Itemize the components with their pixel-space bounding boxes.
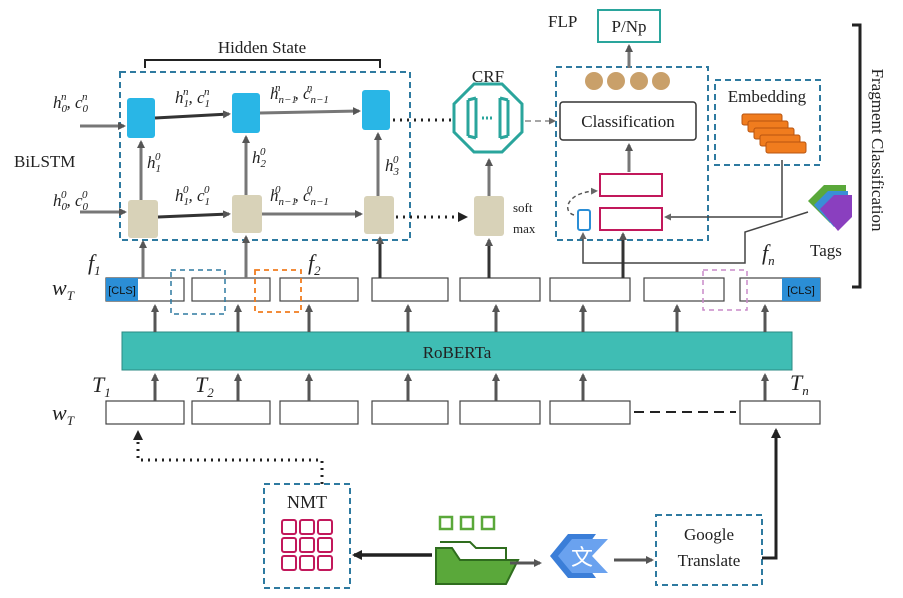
output-dots	[585, 72, 670, 90]
roberta-block	[121, 331, 793, 371]
wt-top-label: wT	[52, 275, 75, 303]
hidden-state-label: Hidden State	[218, 38, 306, 57]
svg-text:hn−1n, cn−1n: hn−1n, cn−1n	[270, 82, 329, 106]
token-box-lower	[549, 400, 631, 425]
dataset-folder-icon	[435, 515, 520, 585]
lower-token-row	[105, 400, 821, 425]
crf-input-cell	[474, 196, 504, 236]
embedding-label: Embedding	[728, 87, 807, 106]
translate-label: Translate	[678, 551, 741, 570]
flp-box	[555, 66, 709, 241]
soft-label: soft	[513, 200, 533, 215]
lstm-bottom-cell-3	[364, 196, 394, 234]
tags-icon	[808, 185, 852, 231]
embedding-stack-icon	[741, 113, 807, 154]
fragment-highlight-orange	[254, 269, 302, 313]
t2-label: T2	[195, 372, 214, 400]
bilstm-label: BiLSTM	[14, 152, 75, 171]
svg-text:h20: h20	[252, 146, 267, 170]
fragment-highlight-blue	[170, 269, 226, 315]
tn-label: Tn	[790, 370, 809, 398]
svg-text:h10, c10: h10, c10	[175, 184, 210, 208]
p-np-label: P/Np	[612, 17, 647, 36]
cls-right-box	[782, 278, 820, 301]
token-box-upper	[643, 277, 725, 302]
svg-text:h10: h10	[147, 151, 161, 175]
token-box-lower	[191, 400, 271, 425]
fn-label: fn	[762, 240, 775, 268]
token-box-upper	[279, 277, 359, 302]
nmt-box	[263, 483, 351, 589]
svg-text:文: 文	[571, 545, 593, 570]
max-label: max	[513, 221, 536, 236]
wt-bottom-label: wT	[52, 400, 75, 428]
token-box-lower	[459, 400, 541, 425]
nmt-label: NMT	[287, 492, 327, 512]
fragment-highlight-pink	[702, 269, 748, 311]
lstm-top-cell-2	[232, 93, 260, 133]
lstm-bottom-cell-2	[232, 195, 262, 233]
cls-right-label: [CLS]	[787, 285, 815, 297]
token-box-lower	[371, 400, 449, 425]
softmax-small-box	[577, 209, 591, 231]
classification-label: Classification	[581, 112, 675, 131]
crf-icon	[452, 82, 524, 154]
hidden-state-box	[119, 71, 411, 241]
translate-logo-icon: 文	[550, 534, 608, 578]
cls-left-label: [CLS]	[108, 285, 136, 297]
token-box-upper	[549, 277, 631, 302]
nmt-grid-icon	[281, 519, 333, 571]
svg-text:h00, c00: h00, c00	[53, 189, 89, 213]
svg-text:h1n, c1n: h1n, c1n	[175, 86, 210, 110]
classification-box	[559, 101, 697, 141]
token-box-upper	[191, 277, 271, 302]
f2-label: f2	[308, 250, 321, 278]
feature-box-lower	[599, 207, 663, 231]
token-box-lower	[739, 400, 821, 425]
upper-token-row: [CLS] [CLS]	[105, 269, 821, 315]
tags-label: Tags	[810, 241, 842, 260]
token-box-lower	[105, 400, 185, 425]
f1-label: f1	[88, 250, 101, 278]
token-box-upper	[459, 277, 541, 302]
token-box-upper	[371, 277, 449, 302]
lstm-top-cell-3	[362, 90, 390, 130]
fragment-bracket	[852, 23, 862, 289]
lstm-top-cell-1	[127, 98, 155, 138]
crf-label: CRF	[472, 67, 504, 86]
token-box-lower	[279, 400, 359, 425]
t1-label: T1	[92, 372, 111, 400]
svg-text:h30: h30	[385, 154, 400, 178]
feature-box-upper	[599, 173, 663, 197]
google-label: Google	[684, 525, 734, 544]
google-translate-box	[655, 514, 763, 586]
svg-text:h0n, c0n: h0n, c0n	[53, 91, 89, 115]
lstm-bottom-cell-1	[128, 200, 158, 238]
hidden-state-bracket	[144, 59, 381, 68]
flp-label: FLP	[548, 12, 577, 31]
p-np-box	[597, 9, 661, 43]
cls-left-box	[106, 278, 138, 301]
svg-text:hn−10, cn−10: hn−10, cn−10	[270, 184, 329, 208]
embedding-box	[714, 79, 821, 166]
roberta-label: RoBERTa	[423, 343, 492, 362]
fragment-classification-label: Fragment Classification	[868, 69, 887, 232]
